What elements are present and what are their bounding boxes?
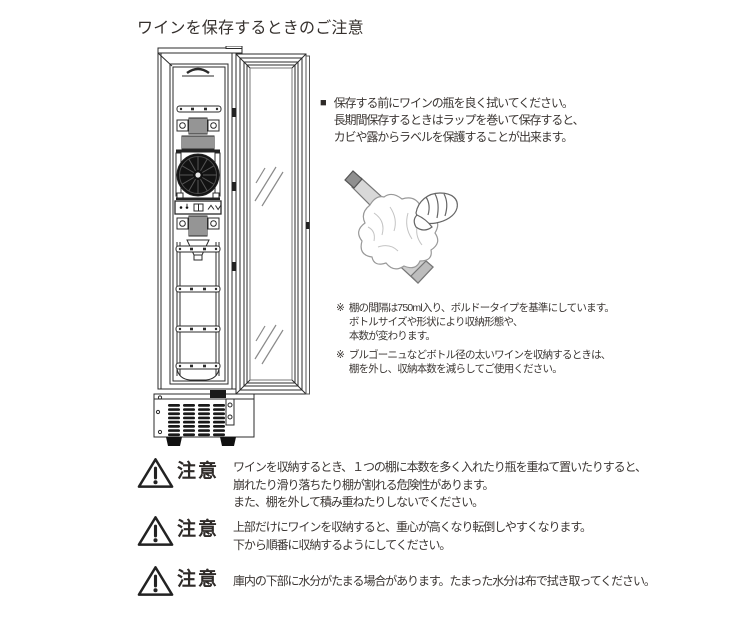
text-line: ブルゴーニュなどボトル径の太いワインを収納するときは、 xyxy=(348,349,612,361)
bottle-cap xyxy=(344,170,363,189)
text-line: ボトルサイズや形状により収納形態や、 xyxy=(348,316,524,328)
text-line: 崩れたり滑り落ちたり棚が割れる危険性があります。 xyxy=(233,477,495,492)
storage-instruction: ■ 保存する前にワインの瓶を良く拭いてください。 長期間保存するときはラップを巻… xyxy=(320,95,585,146)
caution-row: 注意 庫内の下部に水分がたまる場合があります。たまった水分は布で拭き取ってくださ… xyxy=(137,564,656,598)
text-line: 棚の間隔は750ml入り、ボルドータイプを基準にしています。 xyxy=(348,302,615,314)
wine-cellar-diagram xyxy=(153,46,310,446)
foot xyxy=(220,437,236,446)
wire-shelves xyxy=(175,242,221,381)
text-line: 棚を外し、収納本数を減らしてご使用ください。 xyxy=(348,363,563,375)
caution-text: 上部だけにワインを収納すると、重心が高くなり転倒しやすくなります。 下から順番に… xyxy=(233,514,592,554)
reference-mark: ※ xyxy=(336,349,345,361)
note-lines: ブルゴーニュなどボトル径の太いワインを収納するときは、 棚を外し、収納本数を減ら… xyxy=(348,348,612,376)
note-lines: 棚の間隔は750ml入り、ボルドータイプを基準にしています。 ボトルサイズや形状… xyxy=(348,301,615,343)
caution-label: 注意 xyxy=(177,519,220,540)
text-line: 本数が変わります。 xyxy=(348,330,436,342)
page-title: ワインを保存するときのご注意 xyxy=(137,20,364,37)
caution-label: 注意 xyxy=(177,569,220,590)
text-line: 下から順番に収納するようにしてください。 xyxy=(233,537,451,552)
control-panel xyxy=(174,200,222,215)
cabinet-body xyxy=(157,46,243,390)
warning-triangle-icon xyxy=(137,516,174,546)
caution-row: 注意 ワインを収納するとき、１つの棚に本数を多く入れたり瓶を重ねて置いたりすると… xyxy=(137,456,647,512)
text-line: 上部だけにワインを収納すると、重心が高くなり転倒しやすくなります。 xyxy=(233,520,592,534)
text-line: 長期間保存するときはラップを巻いて保存すると、 xyxy=(333,113,585,127)
text-line: カビや露からラベルを保護することが出来ます。 xyxy=(333,130,574,144)
text-line: ワインを収納するとき、１つの棚に本数を多く入れたり瓶を重ねて置いたりすると、 xyxy=(233,460,647,474)
foot xyxy=(166,437,182,446)
hand xyxy=(413,192,458,231)
square-bullet-icon: ■ xyxy=(320,97,327,109)
text-line: また、棚を外して積み重ねたりしないでください。 xyxy=(233,495,484,509)
storage-instruction-lines: 保存する前にワインの瓶を良く拭いてください。 長期間保存するときはラップを巻いて… xyxy=(333,95,585,146)
open-glass-door xyxy=(235,53,310,395)
caution-row: 注意 上部だけにワインを収納すると、重心が高くなり転倒しやすくなります。 下から… xyxy=(137,514,592,554)
glass-reflection-lines xyxy=(254,166,284,365)
fan xyxy=(175,152,221,199)
caution-text: ワインを収納するとき、１つの棚に本数を多く入れたり瓶を重ねて置いたりすると、 崩… xyxy=(233,456,647,512)
compressor-vent-unit xyxy=(153,390,255,446)
shelf-spacing-note: ※ 棚の間隔は750ml入り、ボルドータイプを基準にしています。 ボトルサイズや… xyxy=(336,301,615,343)
wide-bottle-note: ※ ブルゴーニュなどボトル径の太いワインを収納するときは、 棚を外し、収納本数を… xyxy=(336,348,611,376)
caution-text: 庫内の下部に水分がたまる場合があります。たまった水分は布で拭き取ってください。 xyxy=(233,564,656,591)
reference-mark: ※ xyxy=(336,302,345,314)
text-line: 保存する前にワインの瓶を良く拭いてください。 xyxy=(333,96,574,110)
warning-triangle-icon xyxy=(137,458,174,488)
warning-triangle-icon xyxy=(137,566,174,596)
text-line: 庫内の下部に水分がたまる場合があります。たまった水分は布で拭き取ってください。 xyxy=(233,574,656,588)
bottle-wiping-illustration xyxy=(344,170,458,284)
caution-label: 注意 xyxy=(177,461,220,482)
interior-cooling-unit xyxy=(174,67,222,261)
door-hinge xyxy=(210,390,235,426)
